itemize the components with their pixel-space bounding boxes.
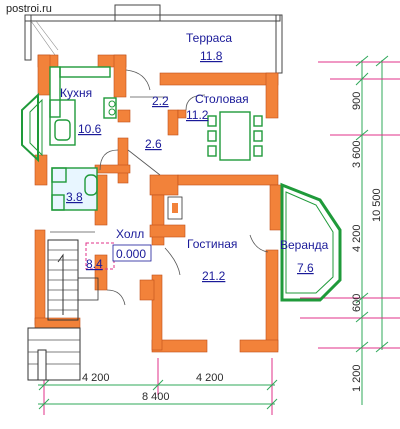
staircase [47,239,115,321]
kitchen-name: Кухня [60,86,92,100]
dim-right-total: 10 500 [371,188,383,222]
kitchen-bay-window [21,92,43,163]
dim-right-3600: 3 600 [351,140,363,168]
dim-right-600: 600 [351,294,363,312]
dim-bottom-left: 4 200 [82,372,110,384]
stair-area: 8.4 [86,257,103,271]
hall-name: Холл [116,227,144,241]
hall-level: 0.000 [116,247,146,261]
terrace-railing [24,4,283,74]
kitchen-furniture [49,66,117,146]
living-name: Гостиная [187,237,237,251]
veranda-name: Веранда [280,238,329,252]
fireplace [167,196,183,220]
bath-area: 3.8 [66,190,83,204]
dim-right-1200: 1 200 [351,364,363,392]
pantry-area: 2.2 [152,94,169,108]
interior-partitions [50,69,269,306]
watermark: postroi.ru [6,3,52,15]
level-marker-box [112,244,152,262]
bottom-dimension-lines [38,358,278,415]
dining-name: Столовая [195,92,249,106]
dining-table [207,111,263,161]
dim-bottom-right: 4 200 [196,372,224,384]
terrace-area: 11.8 [200,49,223,63]
veranda-area: 7.6 [297,261,314,275]
dim-right-900: 900 [351,92,363,110]
veranda-outline [280,182,342,302]
dim-bottom-total: 8 400 [142,391,170,403]
right-dimension-lines [300,55,400,405]
terrace-name: Терраса [186,31,232,45]
entrance-steps [27,327,81,381]
dining-area: 11.2 [186,108,209,122]
living-area: 21.2 [202,269,226,283]
walls [34,54,283,353]
dim-right-4200: 4 200 [351,224,363,252]
bathroom-fixtures [51,167,98,211]
kitchen-area: 10.6 [78,122,102,136]
corridor-area: 2.6 [145,137,162,151]
